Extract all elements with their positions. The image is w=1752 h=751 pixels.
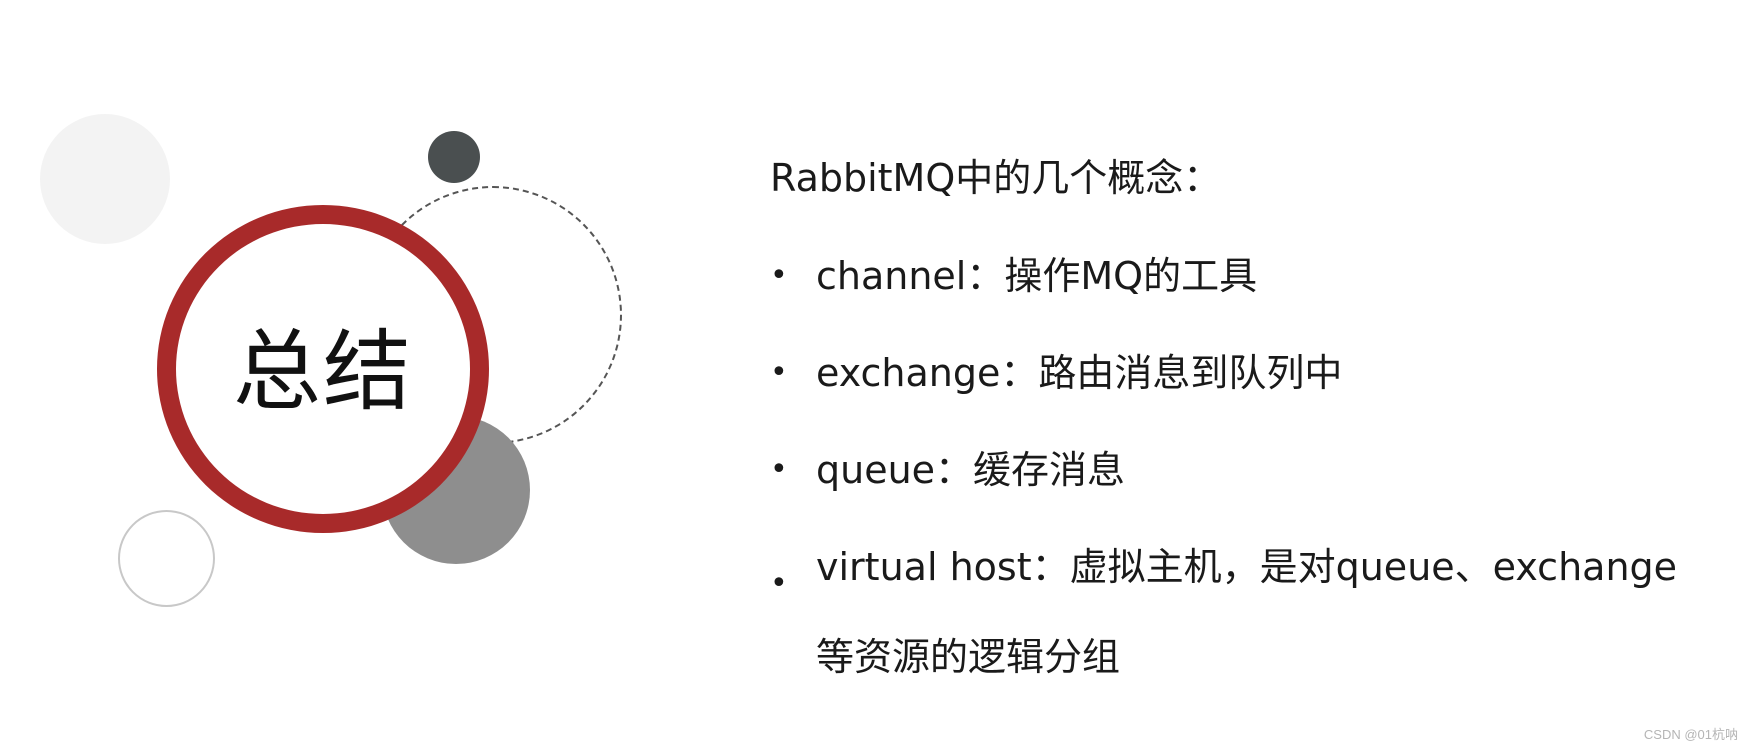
list-item: • exchange：路由消息到队列中 <box>770 345 1710 401</box>
content-heading: RabbitMQ中的几个概念： <box>770 156 1222 200</box>
list-item: • queue：缓存消息 <box>770 442 1710 498</box>
slide-title: 总结 <box>232 320 413 423</box>
list-item-text: channel：操作MQ的工具 <box>816 254 1258 298</box>
list-item: • channel：操作MQ的工具 <box>770 248 1710 304</box>
decorative-light-gray-circle <box>40 114 170 244</box>
content-panel: RabbitMQ中的几个概念： • channel：操作MQ的工具 • exch… <box>770 150 1710 743</box>
decorative-dark-dot <box>428 131 480 183</box>
watermark: CSDN @01杭呐 <box>1643 727 1738 742</box>
bullet-icon: • <box>770 566 788 601</box>
bullet-icon: • <box>770 452 788 487</box>
list-item: • virtual host：虚拟主机，是对queue、exchange等资源的… <box>770 522 1710 702</box>
list-item-text: virtual host：虚拟主机，是对queue、exchange等资源的逻辑… <box>816 545 1678 679</box>
bullet-icon: • <box>770 355 788 390</box>
decorative-outline-circle <box>118 510 215 607</box>
list-item-text: queue：缓存消息 <box>816 448 1126 492</box>
title-ring: 总结 <box>157 205 489 533</box>
concept-list: • channel：操作MQ的工具 • exchange：路由消息到队列中 • … <box>770 248 1710 702</box>
bullet-icon: • <box>770 258 788 293</box>
list-item-text: exchange：路由消息到队列中 <box>816 351 1343 395</box>
